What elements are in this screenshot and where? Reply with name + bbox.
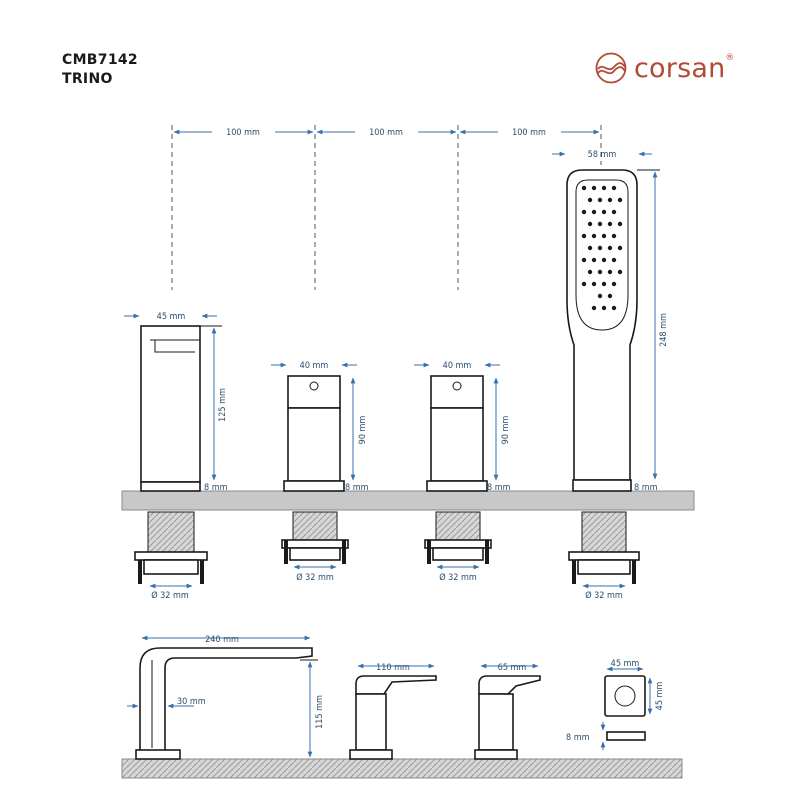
side-floor [121, 758, 683, 779]
nozzle-dot [617, 197, 623, 203]
nozzle-dot [601, 185, 607, 191]
side-spout-reach-label: 240 mm [205, 635, 239, 645]
rosette-detail: 45 mm 45 mm 8 mm [566, 659, 665, 750]
valve-2-height-label: 90 mm [501, 416, 511, 445]
nozzle-dot [617, 221, 623, 227]
spacing-label-2: 100 mm [369, 128, 403, 138]
spout-height-label: 125 mm [218, 388, 228, 422]
spacing-label-1: 100 mm [226, 128, 260, 138]
brand-name: corsan [634, 52, 726, 84]
rosette-height-label: 45 mm [655, 682, 665, 711]
nozzle-dot [611, 305, 617, 311]
valve-side: 110 mm [349, 663, 437, 760]
nozzle-dot [597, 197, 603, 203]
spout-width-label: 45 mm [157, 312, 186, 322]
nozzle-dot [607, 293, 613, 299]
nozzle-dot [597, 293, 603, 299]
nozzle-dot [611, 185, 617, 191]
valve-1-width-label: 40 mm [300, 361, 329, 371]
nozzle-dot [617, 245, 623, 251]
nozzle-dot [607, 221, 613, 227]
nozzle-dot [607, 245, 613, 251]
valve-2-base-label: 8 mm [487, 483, 511, 493]
deck-plate [121, 490, 695, 511]
valve-2-width-label: 40 mm [443, 361, 472, 371]
valve-1-front: 40 mm 90 mm 8 mm [271, 361, 369, 493]
nozzle-dot [617, 269, 623, 275]
mounting-kit-valve-2: Ø 32 mm [424, 511, 492, 583]
nozzle-dot [597, 221, 603, 227]
side-valve-reach-label: 110 mm [376, 663, 410, 673]
mounting-kit-shower: Ø 32 mm [568, 511, 640, 601]
side-spout-height-label: 115 mm [315, 695, 325, 729]
nozzle-dot [597, 269, 603, 275]
valve-1-base-label: 8 mm [345, 483, 369, 493]
side-spout-thickness-label: 30 mm [177, 697, 206, 707]
nozzle-dot [607, 269, 613, 275]
nozzle-dot [591, 305, 597, 311]
brand-registered-mark: ® [725, 53, 735, 63]
nozzle-dot [581, 233, 587, 239]
nozzle-dot [601, 257, 607, 263]
rosette-width-label: 45 mm [611, 659, 640, 669]
nozzle-dot [587, 269, 593, 275]
valve-2-front: 40 mm 90 mm 8 mm [414, 361, 511, 493]
valve-1-height-label: 90 mm [358, 416, 368, 445]
nozzle-dot [601, 281, 607, 287]
nozzle-dot [611, 257, 617, 263]
spout-base-label: 8 mm [204, 483, 228, 493]
product-name: TRINO [62, 71, 113, 87]
nozzle-dot [601, 233, 607, 239]
brand-logo: corsan ® [592, 52, 734, 84]
nozzle-dot [597, 245, 603, 251]
spout-side: 240 mm 30 mm 115 mm [127, 635, 325, 760]
nozzle-dot [591, 281, 597, 287]
nozzle-dot [611, 209, 617, 215]
nozzle-dot [611, 281, 617, 287]
mounting-kit-spout: Ø 32 mm [134, 511, 208, 601]
nozzle-dot [587, 245, 593, 251]
nozzle-dot [587, 197, 593, 203]
spacing-label-3: 100 mm [512, 128, 546, 138]
shower-hole-label: Ø 32 mm [585, 590, 623, 601]
corsan-wave-icon [595, 52, 627, 84]
nozzle-dot [581, 209, 587, 215]
nozzle-dot [601, 209, 607, 215]
mounting-kit-valve-1: Ø 32 mm [281, 511, 349, 583]
nozzle-dot [607, 197, 613, 203]
spout-front: 45 mm 125 mm 8 mm [124, 312, 228, 493]
nozzle-dot [581, 257, 587, 263]
product-code: CMB7142 [62, 52, 138, 68]
valve-1-hole-label: Ø 32 mm [296, 572, 334, 583]
nozzle-dot [587, 221, 593, 227]
shower-height-label: 248 mm [659, 313, 669, 347]
nozzle-dot [591, 185, 597, 191]
shower-base-label: 8 mm [634, 483, 658, 493]
nozzle-dot [591, 209, 597, 215]
shower-width-label: 58 mm [588, 150, 617, 160]
shower-holder-side: 65 mm [474, 663, 541, 760]
hand-shower-front: 58 mm 248 mm 8 mm [552, 150, 669, 493]
nozzle-dot [601, 305, 607, 311]
nozzle-dot [581, 185, 587, 191]
nozzle-dot [591, 233, 597, 239]
valve-2-hole-label: Ø 32 mm [439, 572, 477, 583]
spacing-dimensions: 100 mm 100 mm 100 mm [171, 125, 602, 290]
nozzle-dot [581, 281, 587, 287]
spout-hole-label: Ø 32 mm [151, 590, 189, 601]
nozzle-dot [611, 233, 617, 239]
product-header: CMB7142 TRINO [62, 51, 138, 89]
nozzle-dot [591, 257, 597, 263]
shower-nozzles [581, 185, 623, 311]
side-holder-reach-label: 65 mm [498, 663, 527, 673]
rosette-thickness-label: 8 mm [566, 733, 590, 743]
